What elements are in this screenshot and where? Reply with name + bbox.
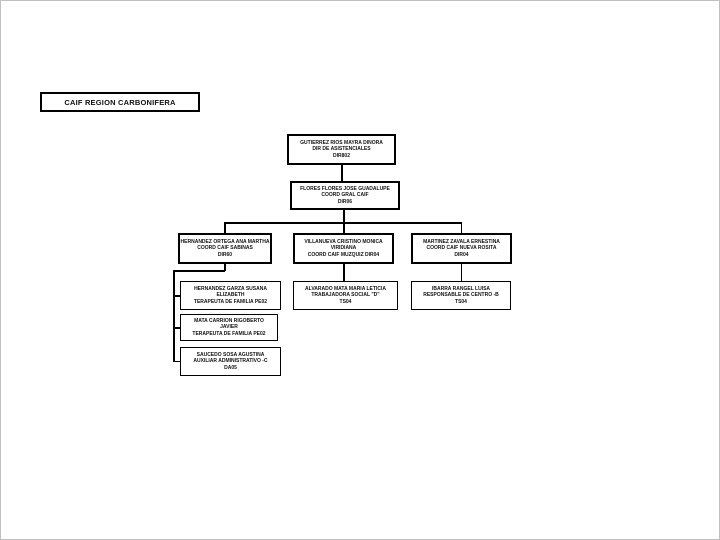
node-line: SAUCEDO SOSA AGUSTINA xyxy=(196,351,265,358)
org-node-nueva-rosita-staff-1: IBARRA RANGEL LUISA RESPONSABLE DE CENTR… xyxy=(411,281,511,310)
node-line: COORD CAIF MUZQUIZ DIR04 xyxy=(307,251,380,258)
node-line: TRABAJADORA SOCIAL "D" xyxy=(311,292,380,299)
node-line: MARTINEZ ZAVALA ERNESTINA xyxy=(423,238,500,245)
org-node-director: GUTIERREZ RIOS MAYRA DINORA DIR DE ASIST… xyxy=(287,134,396,165)
connector-nueva-rosita-down xyxy=(460,264,462,281)
node-line: FLORES FLORES JOSE GUADALUPE xyxy=(300,185,390,192)
node-line: IBARRA RANGEL LUISA xyxy=(431,285,491,292)
chart-title-box: CAIF REGION CARBONIFERA xyxy=(40,92,200,112)
node-line: MATA CARRION RIGOBERTO xyxy=(194,317,264,324)
connector-sabinas-spine xyxy=(173,270,175,362)
node-line: DIR04 xyxy=(454,251,469,258)
connector-sabinas-left xyxy=(173,270,225,272)
node-line: TS04 xyxy=(339,298,352,305)
node-line: HERNANDEZ ORTEGA ANA MARTHA xyxy=(180,238,270,245)
node-line: GUTIERREZ RIOS MAYRA DINORA xyxy=(300,139,383,146)
node-line: DIR802 xyxy=(333,152,350,159)
org-node-coord-general: FLORES FLORES JOSE GUADALUPE COORD GRAL … xyxy=(290,181,400,210)
org-node-sabinas-staff-1: HERNANDEZ GARZA SUSANA ELIZABETH TERAPEU… xyxy=(180,281,281,310)
node-line: RESPONSABLE DE CENTRO -B xyxy=(423,292,499,299)
org-node-coord-nueva-rosita: MARTINEZ ZAVALA ERNESTINA COORD CAIF NUE… xyxy=(411,233,512,264)
connector-director-coordgral xyxy=(341,165,343,181)
node-line: TERAPEUTA DE FAMILIA PE02 xyxy=(193,298,268,305)
connector-drop-nueva-rosita xyxy=(460,222,462,233)
connector-sabinas-stub-2 xyxy=(173,327,180,329)
org-node-coord-sabinas: HERNANDEZ ORTEGA ANA MARTHA COORD CAIF S… xyxy=(178,233,272,264)
node-line: AUXILIAR ADMINISTRATIVO -C xyxy=(193,358,268,365)
org-node-sabinas-staff-2: MATA CARRION RIGOBERTO JAVIER TERAPEUTA … xyxy=(180,314,278,341)
connector-sabinas-stub-3 xyxy=(173,360,180,362)
connector-drop-sabinas xyxy=(224,222,226,233)
connector-sabinas-stub-1 xyxy=(173,295,180,297)
org-node-sabinas-staff-3: SAUCEDO SOSA AGUSTINA AUXILIAR ADMINISTR… xyxy=(180,347,281,376)
node-line: DA05 xyxy=(224,364,237,371)
connector-sabinas-down xyxy=(224,264,226,271)
node-line: JAVIER xyxy=(220,324,238,331)
node-line: COORD CAIF SABINAS xyxy=(197,245,253,252)
org-node-muzquiz-staff-1: ALVARADO MATA MARIA LETICIA TRABAJADORA … xyxy=(293,281,398,310)
node-line: TS04 xyxy=(455,298,467,305)
node-line: DIR06 xyxy=(337,198,353,205)
node-line: DIR60 xyxy=(217,251,233,258)
chart-title: CAIF REGION CARBONIFERA xyxy=(64,97,176,107)
node-line: VILLANUEVA CRISTINO MONICA xyxy=(304,238,383,245)
node-line: COORD CAIF NUEVA ROSITA xyxy=(426,245,497,252)
node-line: ALVARADO MATA MARIA LETICIA xyxy=(305,285,386,292)
node-line: TERAPEUTA DE FAMILIA PE02 xyxy=(192,330,266,337)
connector-coordgral-drop xyxy=(343,210,345,222)
connector-drop-muzquiz xyxy=(343,222,345,233)
node-line: COORD GRAL CAIF xyxy=(321,192,369,199)
node-line: VIRIDIANA xyxy=(330,245,357,252)
org-node-coord-muzquiz: VILLANUEVA CRISTINO MONICA VIRIDIANA COO… xyxy=(293,233,394,264)
connector-muzquiz-down xyxy=(343,264,345,281)
node-line: DIR DE ASISTENCIALES xyxy=(312,146,371,153)
node-line: HERNANDEZ GARZA SUSANA xyxy=(194,285,267,292)
node-line: ELIZABETH xyxy=(216,292,245,299)
